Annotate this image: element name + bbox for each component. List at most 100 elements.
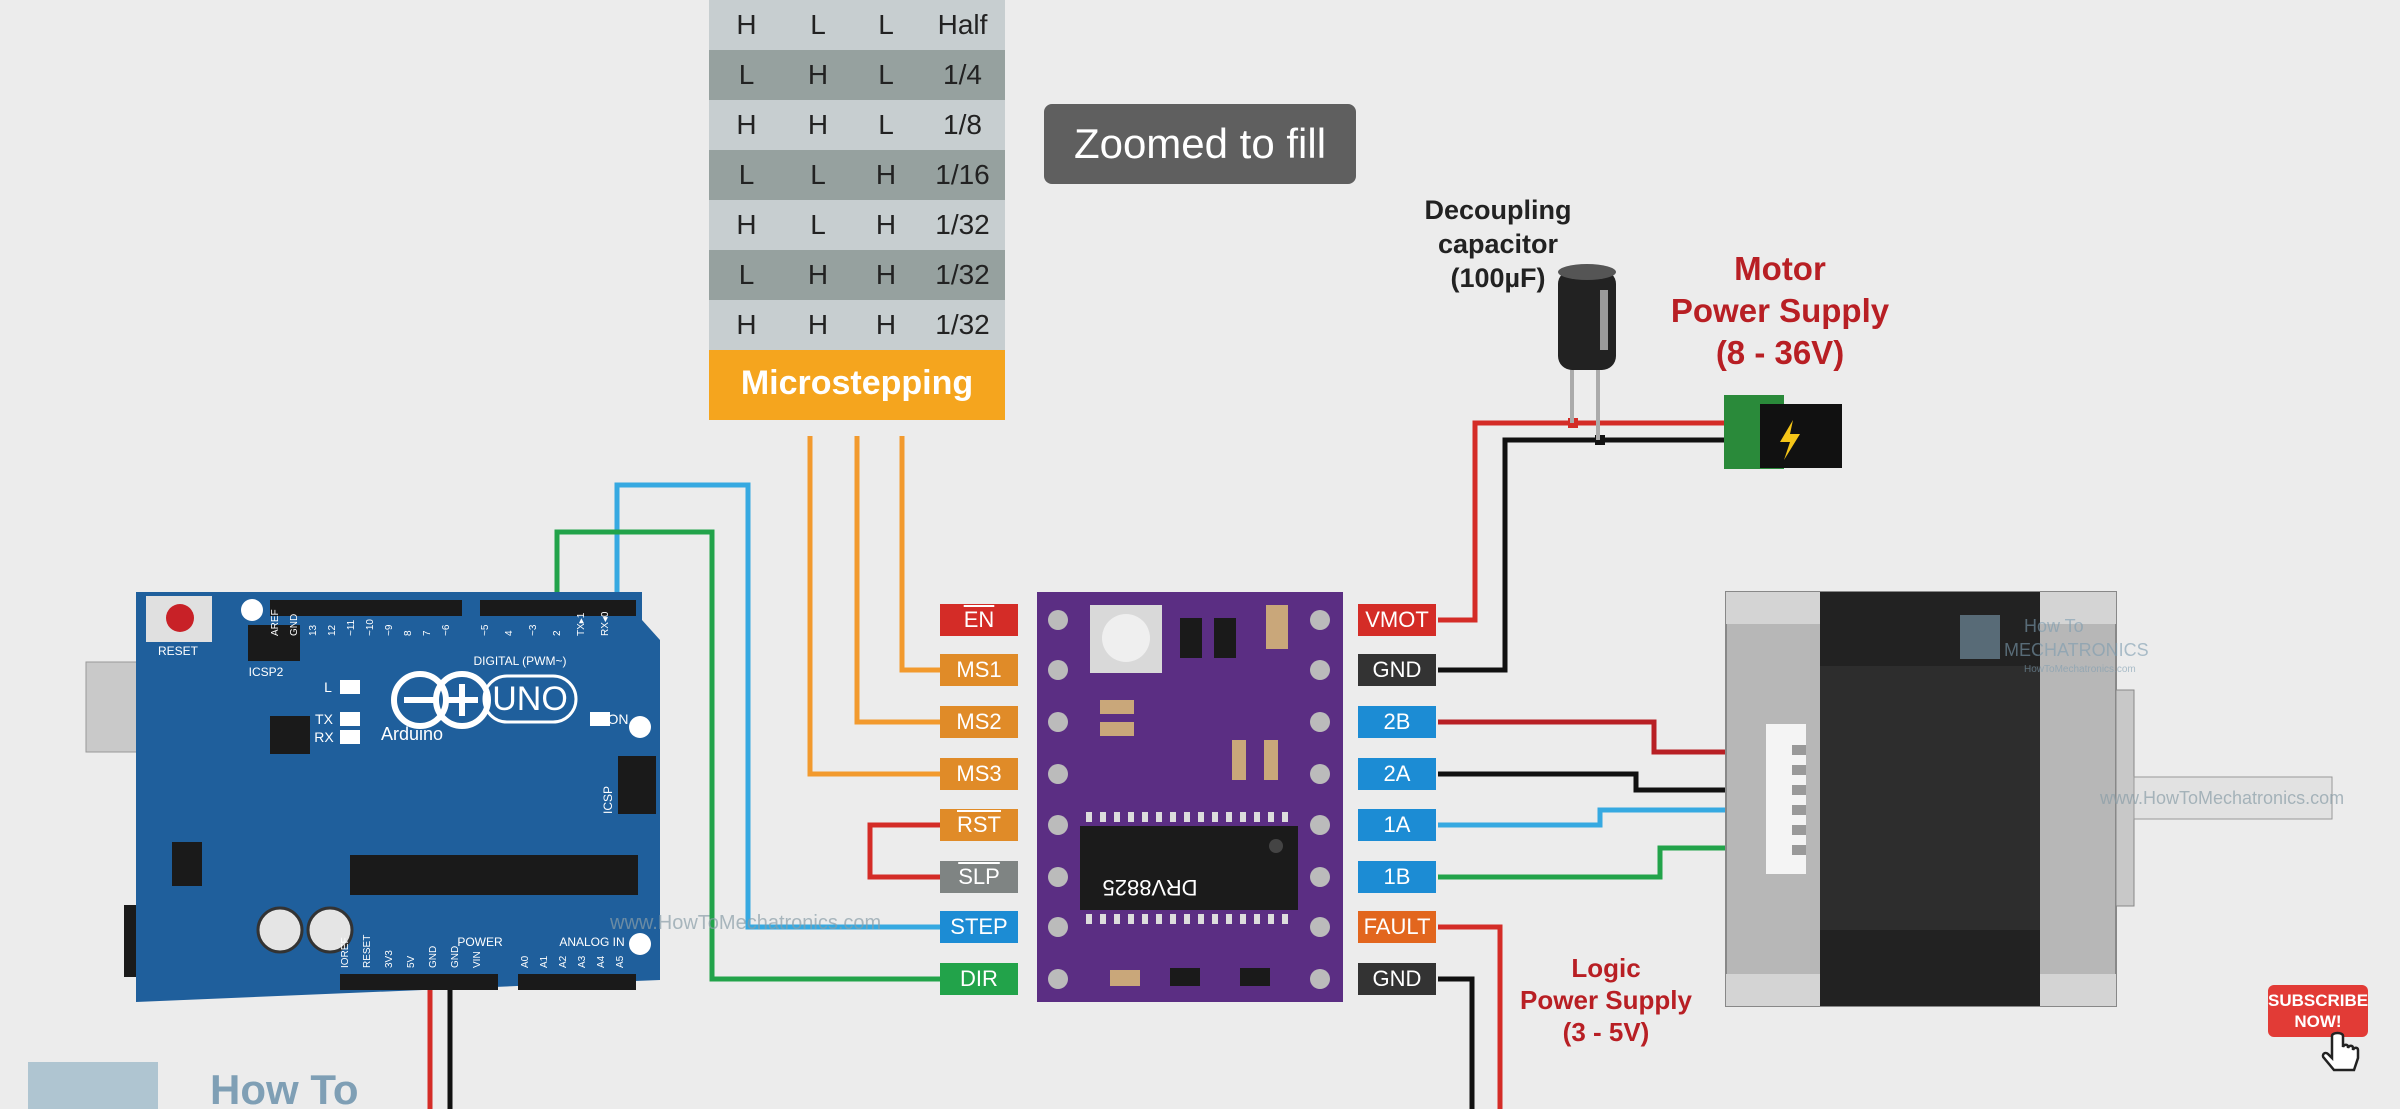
microstepping-cell: L [810,159,826,190]
arduino-bottom-pin-label: 3V3 [384,950,395,968]
wire-ms3 [807,436,940,777]
microstepping-cell: Half [937,9,988,40]
microstepping-cell: 1/8 [943,109,982,140]
microstepping-cell: H [875,209,897,240]
capacitor-label: Decoupling capacitor (100µF) [1398,193,1598,295]
pin-rst: RST [940,809,1018,841]
microstepping-cell: 1/4 [943,59,982,90]
pin-gnd-motor: GND [1358,654,1436,686]
microstepping-cell: 1/32 [935,209,990,240]
microstepping-cell: L [878,9,894,40]
arduino-top-pin-label: RX◂0 [600,611,611,636]
logo-text: How To [210,1066,359,1109]
capacitor [1558,264,1616,440]
capacitor-label-line1: Decoupling [1424,195,1572,225]
logo-right-sub: MECHATRONICS [2004,640,2149,660]
arduino-top-pin-label: 12 [327,624,338,636]
pin-ms2: MS2 [940,706,1018,738]
motor-supply-line2: Power Supply [1670,292,1890,329]
microstepping-row: H H L 1/8 [709,100,1005,150]
arduino-top-pin-label: ~10 [365,619,376,636]
arduino-top-pin-label: ~9 [384,624,395,636]
arduino-top-pin-label: 2 [552,630,563,636]
microstepping-cell: H [875,309,897,340]
microstepping-cell: L [738,159,755,190]
microstepping-cell: L [878,109,894,140]
pin-1a: 1A [1358,809,1436,841]
arduino-top-pin-label: 4 [504,630,515,636]
analog-label: ANALOG IN [559,935,624,949]
logic-supply-line2: Power Supply [1520,985,1692,1015]
microstepping-cell: H [736,309,757,340]
microstepping-cell: L [738,59,755,90]
power-label: POWER [457,935,503,949]
stepper-motor [1725,591,2333,1007]
microstepping-cell: L [878,59,894,90]
icsp-label: ICSP [601,786,615,814]
pin-slp-label: SLP [958,864,1000,889]
microstepping-cell: H [807,309,829,340]
wire-vmot [1438,420,1740,623]
logic-supply-label: Logic Power Supply (3 - 5V) [1506,952,1706,1048]
microstepping-cell: H [875,259,897,290]
icsp2-label: ICSP2 [249,665,284,679]
arduino-top-pin-label: 8 [403,630,414,636]
pin-2a: 2A [1358,758,1436,790]
pin-vmot: VMOT [1358,604,1436,636]
pin-step: STEP [940,911,1018,943]
wire-rst-slp [867,822,940,880]
pin-ms3: MS3 [940,758,1018,790]
microstepping-cell: 1/32 [935,309,990,340]
arduino-bottom-pin-label: A4 [596,955,607,968]
arduino-top-pin-label: TX▸1 [576,612,587,636]
arduino-bottom-pin-label: IOREF [340,937,351,968]
microstepping-cell: H [736,209,757,240]
arduino-top-pin-label: ~6 [441,624,452,636]
wire-dir [554,529,940,982]
wire-1a [1438,807,1800,828]
logo-right-text: How To [2024,616,2084,636]
logic-supply-line3: (3 - 5V) [1562,1017,1650,1047]
on-label: ON [608,711,629,727]
watermark-right: www.HowToMechatronics.com [2100,788,2345,808]
watermark-left: www.HowToMechatronics.com [610,912,882,934]
wire-ms2 [854,436,940,725]
pin-ms1: MS1 [940,654,1018,686]
microstepping-cell: 1/32 [935,259,990,290]
led-l-label: L [324,679,332,695]
subscribe-button[interactable]: SUBSCRIBE NOW! [2268,985,2368,1037]
microstepping-cell: L [810,9,826,40]
motor-supply-line1: Motor [1734,250,1826,287]
pin-gnd-logic: GND [1358,963,1436,995]
logo-bottom-left: How To [28,1062,359,1109]
motor-supply-line3: (8 - 36V) [1715,334,1845,371]
microstepping-row: H H H 1/32 [709,300,1005,350]
microstepping-cell: H [807,259,829,290]
arduino-bottom-pin-label: 5V [406,955,417,968]
arduino-name: Arduino [381,724,443,744]
wire-ms1 [899,436,940,673]
capacitor-label-line2: capacitor [1437,229,1559,259]
arduino-bottom-pin-label: A0 [520,955,531,968]
chip-label: DRV8825 [1103,875,1198,900]
microstepping-cell: H [807,109,829,140]
arduino-bottom-pin-label: A3 [577,955,588,968]
microstepping-title: Microstepping [709,350,1005,420]
arduino-top-pin-label: ~11 [346,619,357,636]
motor-supply-label: Motor Power Supply (8 - 36V) [1630,248,1930,374]
arduino-top-pin-label: ~5 [480,624,491,636]
hand-cursor-icon [2321,1031,2360,1072]
microstepping-cell: H [736,109,757,140]
digital-label: DIGITAL (PWM~) [474,654,567,668]
pin-rst-label: RST [957,812,1001,837]
arduino-top-pin-label: ~3 [528,624,539,636]
power-jack [1724,395,1842,469]
microstepping-cell: H [807,59,829,90]
